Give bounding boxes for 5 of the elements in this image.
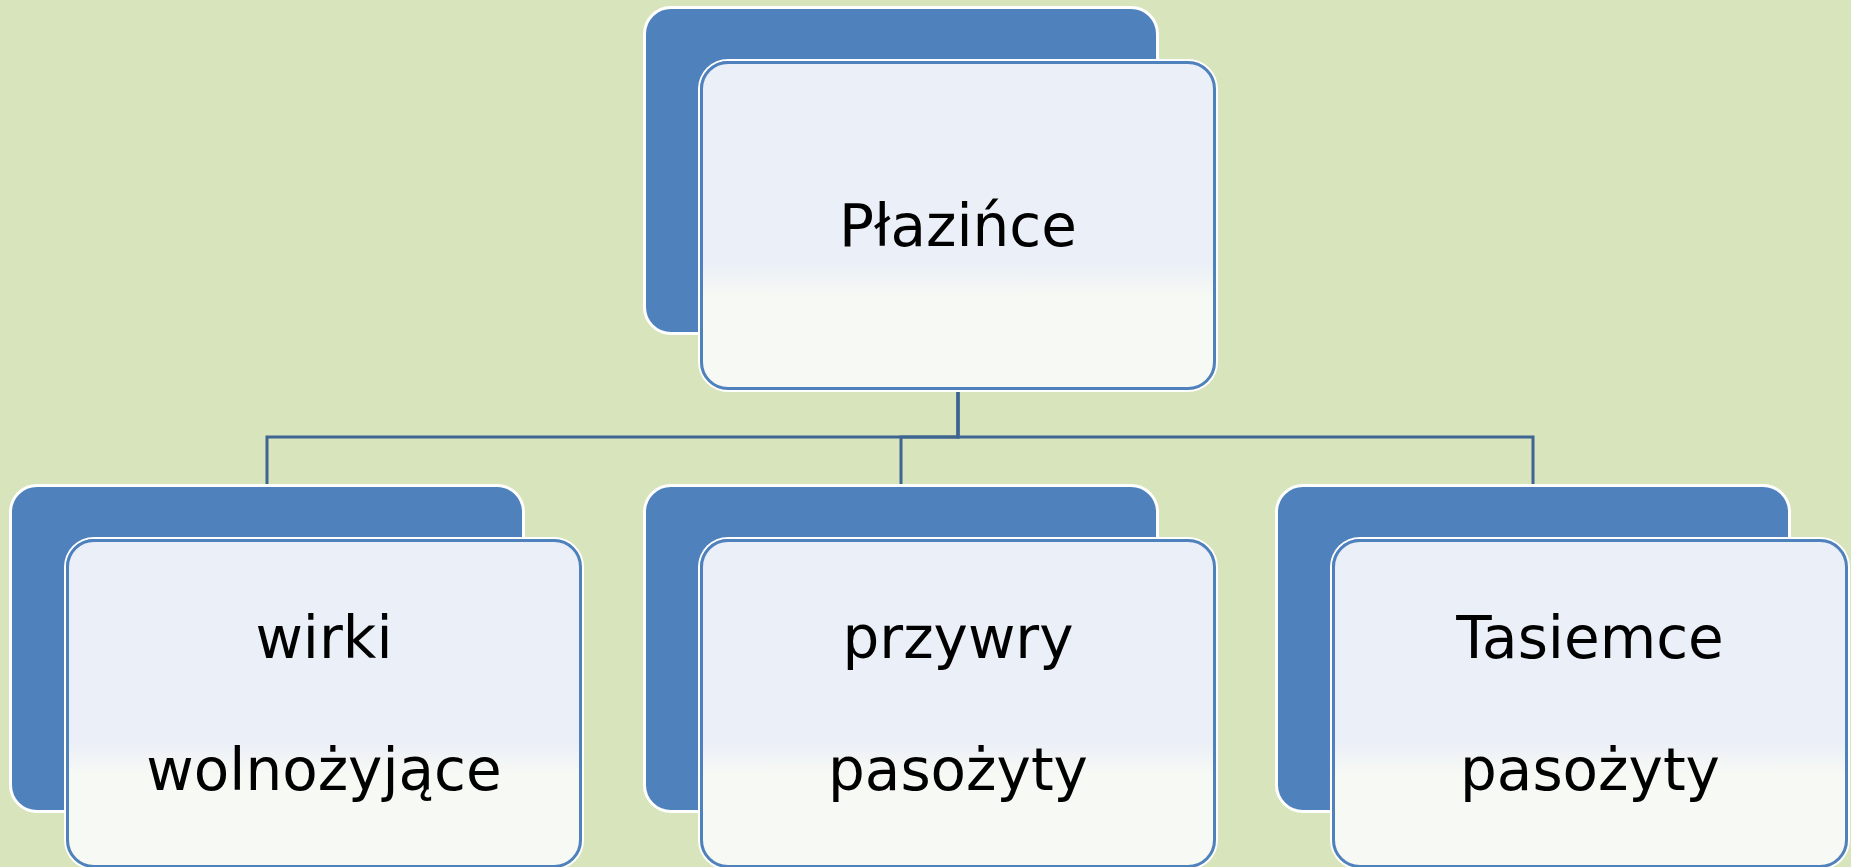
node-label: Tasiemce pasożyty [1455, 602, 1725, 806]
node-label: przywry pasożyty [827, 602, 1089, 806]
node-label: Płazińce [838, 190, 1078, 262]
connector-line [956, 390, 1535, 484]
node-label: wirki wolnożyjące [145, 602, 503, 806]
